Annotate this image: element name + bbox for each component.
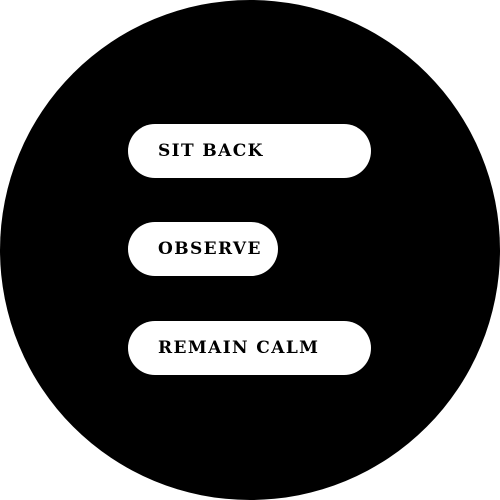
sit-back-label: SIT BACK	[158, 141, 264, 161]
observe-pill: OBSERVE	[128, 222, 278, 276]
remain-calm-pill: REMAIN CALM	[128, 321, 371, 375]
remain-calm-label: REMAIN CALM	[158, 338, 320, 358]
sit-back-pill: SIT BACK	[128, 124, 371, 178]
observe-label: OBSERVE	[158, 239, 262, 259]
